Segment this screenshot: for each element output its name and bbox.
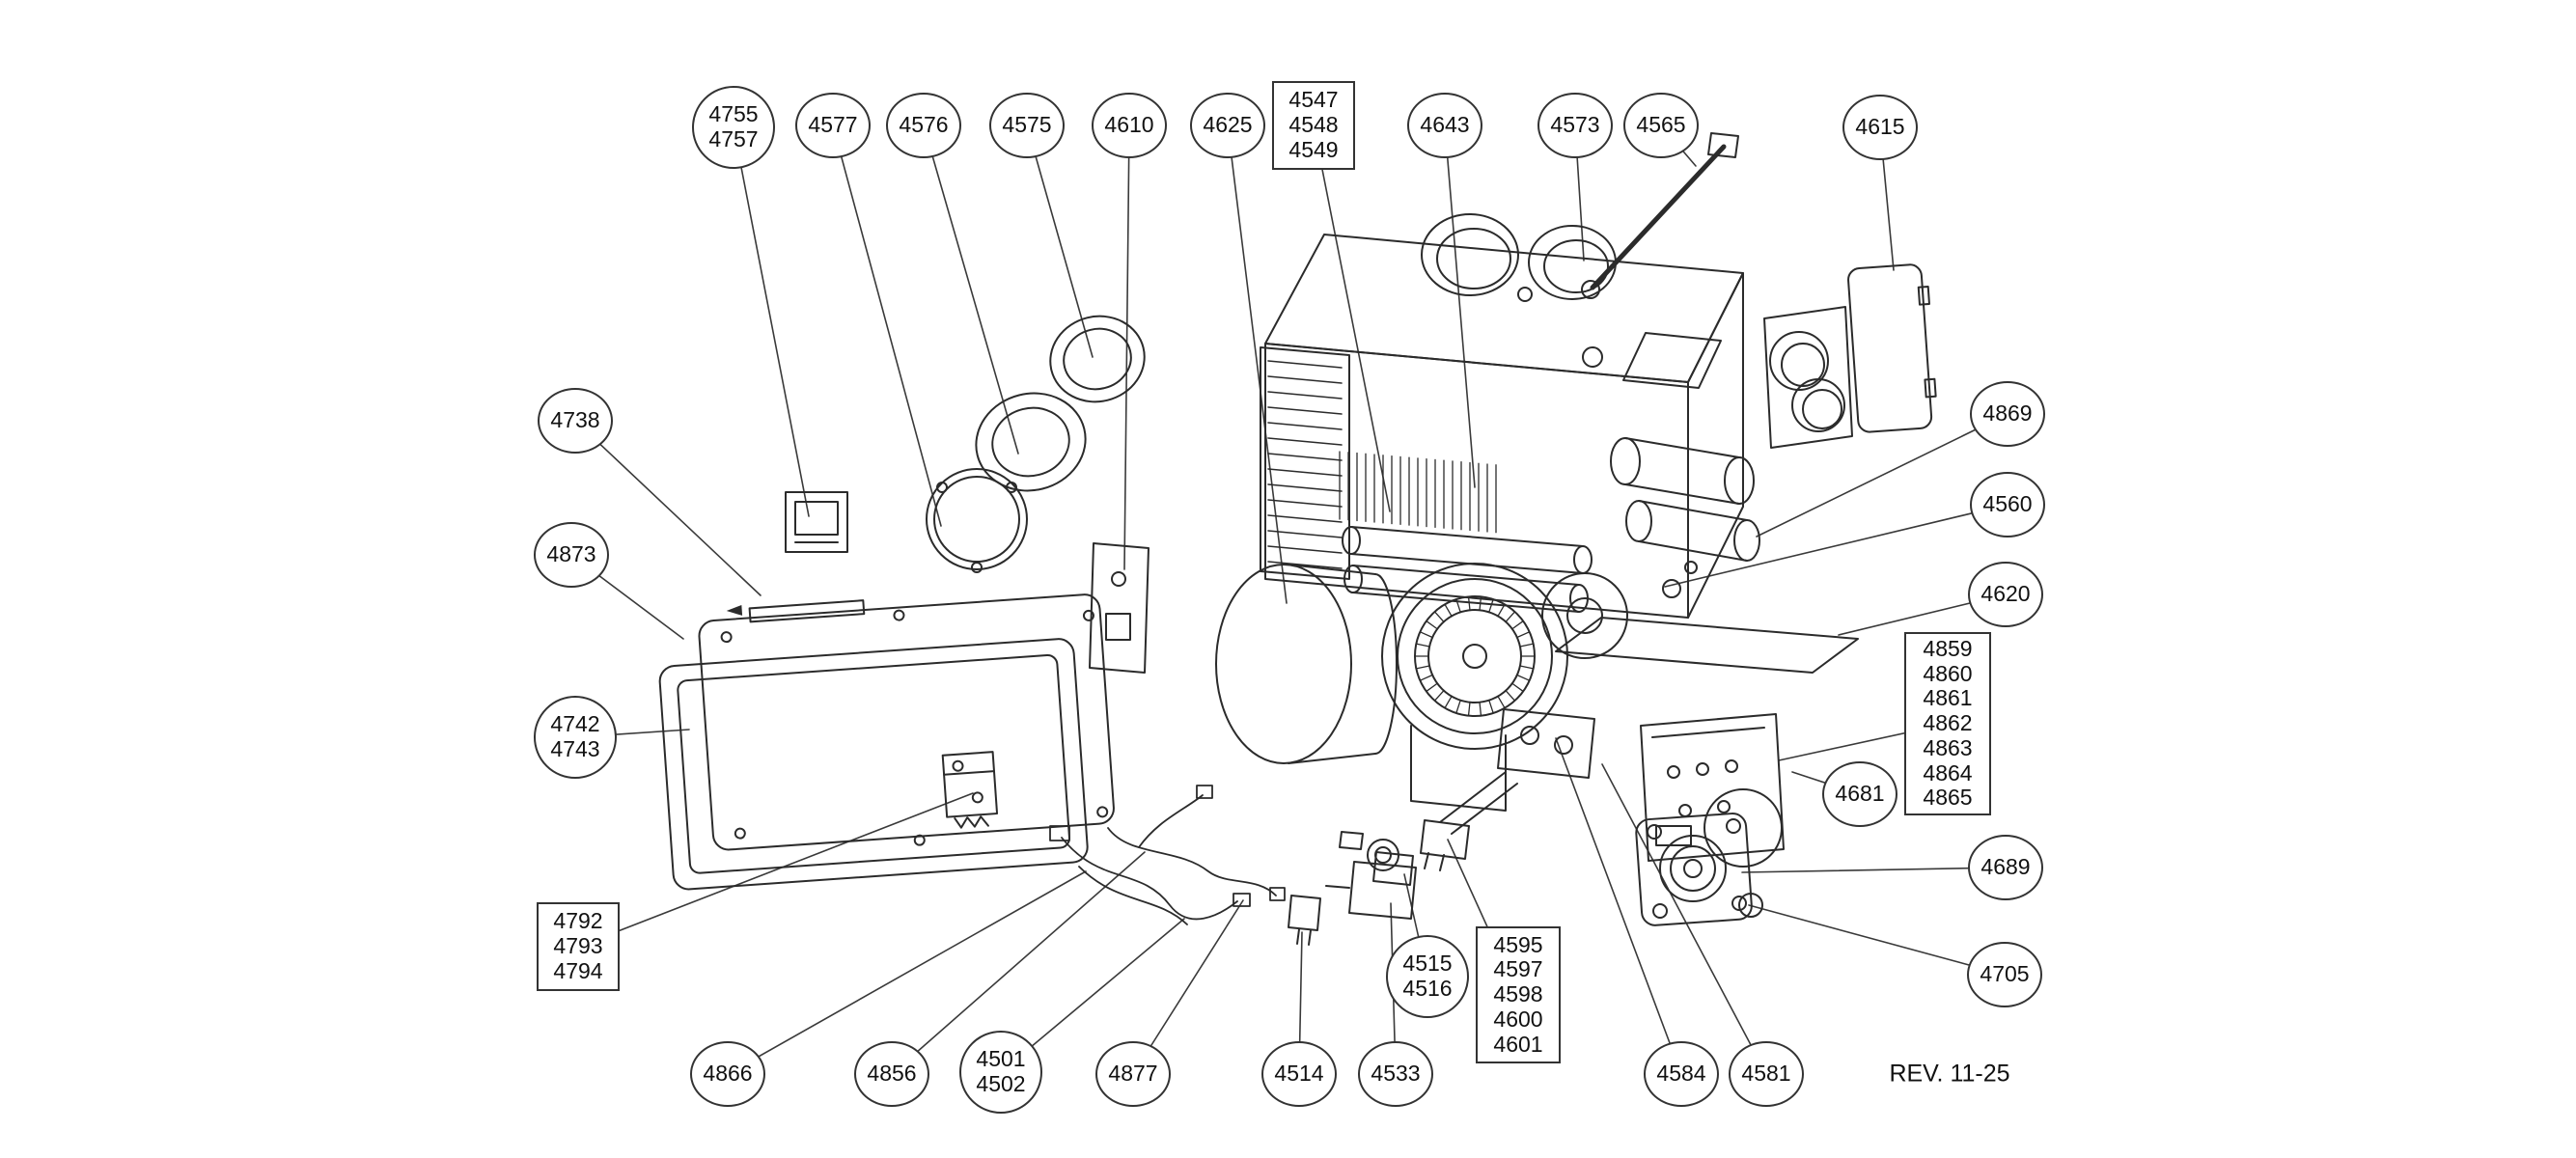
model-label-strip	[748, 599, 866, 623]
part-label-box-4859-4865: 4859 4860 4861 4862 4863 4864 4865	[1904, 632, 1991, 815]
part-balloon-4573: 4573	[1537, 93, 1613, 158]
blower-assembly	[1381, 563, 1628, 812]
part-balloon-4873: 4873	[534, 522, 609, 588]
part-balloon-4576: 4576	[886, 93, 961, 158]
wiring-harness	[1049, 785, 1286, 925]
part-balloon-4643: 4643	[1407, 93, 1482, 158]
part-balloon-4755-4757: 4755 4757	[692, 86, 775, 169]
blower-motor	[1541, 572, 1628, 659]
part-label-box-4595-4601: 4595 4597 4598 4600 4601	[1476, 926, 1561, 1063]
revision-label: REV. 11-25	[1889, 1060, 2010, 1088]
trim-rings	[926, 315, 1146, 573]
thermostat	[785, 491, 848, 553]
part-balloon-4577: 4577	[795, 93, 871, 158]
cabinet-housing	[1260, 132, 1744, 619]
part-balloon-4615: 4615	[1842, 95, 1918, 160]
part-balloon-4625: 4625	[1190, 93, 1265, 158]
limit-switch	[1288, 895, 1321, 931]
base-pan	[1555, 617, 1859, 674]
burner-assembly	[1420, 708, 1595, 871]
fin-section	[1339, 451, 1497, 534]
control-box	[1640, 713, 1785, 862]
part-balloon-4681: 4681	[1822, 761, 1897, 827]
relay	[1372, 851, 1414, 886]
part-balloon-4565: 4565	[1623, 93, 1699, 158]
fan-ring	[1703, 788, 1783, 868]
rear-panel-assembly	[1763, 263, 1937, 449]
part-balloon-4869: 4869	[1970, 381, 2045, 447]
combustion-drum	[1215, 564, 1398, 764]
part-balloon-4515-4516: 4515 4516	[1386, 935, 1469, 1018]
part-balloon-4514: 4514	[1261, 1041, 1337, 1107]
door-frame	[698, 593, 1115, 851]
dipstick-rod	[1590, 144, 1727, 290]
generator-cylinders	[1610, 437, 1760, 598]
access-door	[658, 638, 1089, 891]
gasket-ring	[926, 468, 1028, 570]
part-balloon-4877: 4877	[1095, 1041, 1171, 1107]
pump-motor-assembly	[1635, 788, 1783, 926]
end-cap	[1738, 893, 1763, 918]
part-balloon-4705: 4705	[1967, 942, 2042, 1007]
rear-door	[1847, 263, 1937, 433]
door-latch	[941, 751, 999, 829]
part-balloon-4856: 4856	[854, 1041, 929, 1107]
louver-vents	[1267, 360, 1343, 569]
access-door-assembly	[658, 593, 1115, 891]
arrow-marker	[726, 604, 743, 616]
leader-lines	[570, 124, 2008, 1075]
switches	[1288, 831, 1414, 946]
part-balloon-4738: 4738	[538, 388, 613, 454]
igniter	[1420, 819, 1470, 860]
part-balloon-4581: 4581	[1729, 1041, 1804, 1107]
part-label-box-4792-4794: 4792 4793 4794	[537, 902, 620, 991]
part-balloon-4575: 4575	[989, 93, 1065, 158]
mounting-bracket	[1089, 542, 1150, 674]
part-balloon-4584: 4584	[1644, 1041, 1719, 1107]
part-balloon-4533: 4533	[1358, 1041, 1433, 1107]
part-balloon-4689: 4689	[1968, 835, 2043, 900]
part-balloon-4610: 4610	[1092, 93, 1167, 158]
part-balloon-4742-4743: 4742 4743	[534, 696, 617, 779]
part-label-box-4547-4549: 4547 4548 4549	[1272, 81, 1355, 170]
part-balloon-4501-4502: 4501 4502	[959, 1031, 1042, 1114]
part-balloon-4620: 4620	[1968, 562, 2043, 627]
part-balloon-4866: 4866	[690, 1041, 765, 1107]
part-balloon-4560: 4560	[1970, 472, 2045, 538]
gas-valve	[1325, 839, 1417, 920]
fan-wheel-blades	[1414, 595, 1536, 717]
heat-exchanger	[1339, 451, 1593, 613]
